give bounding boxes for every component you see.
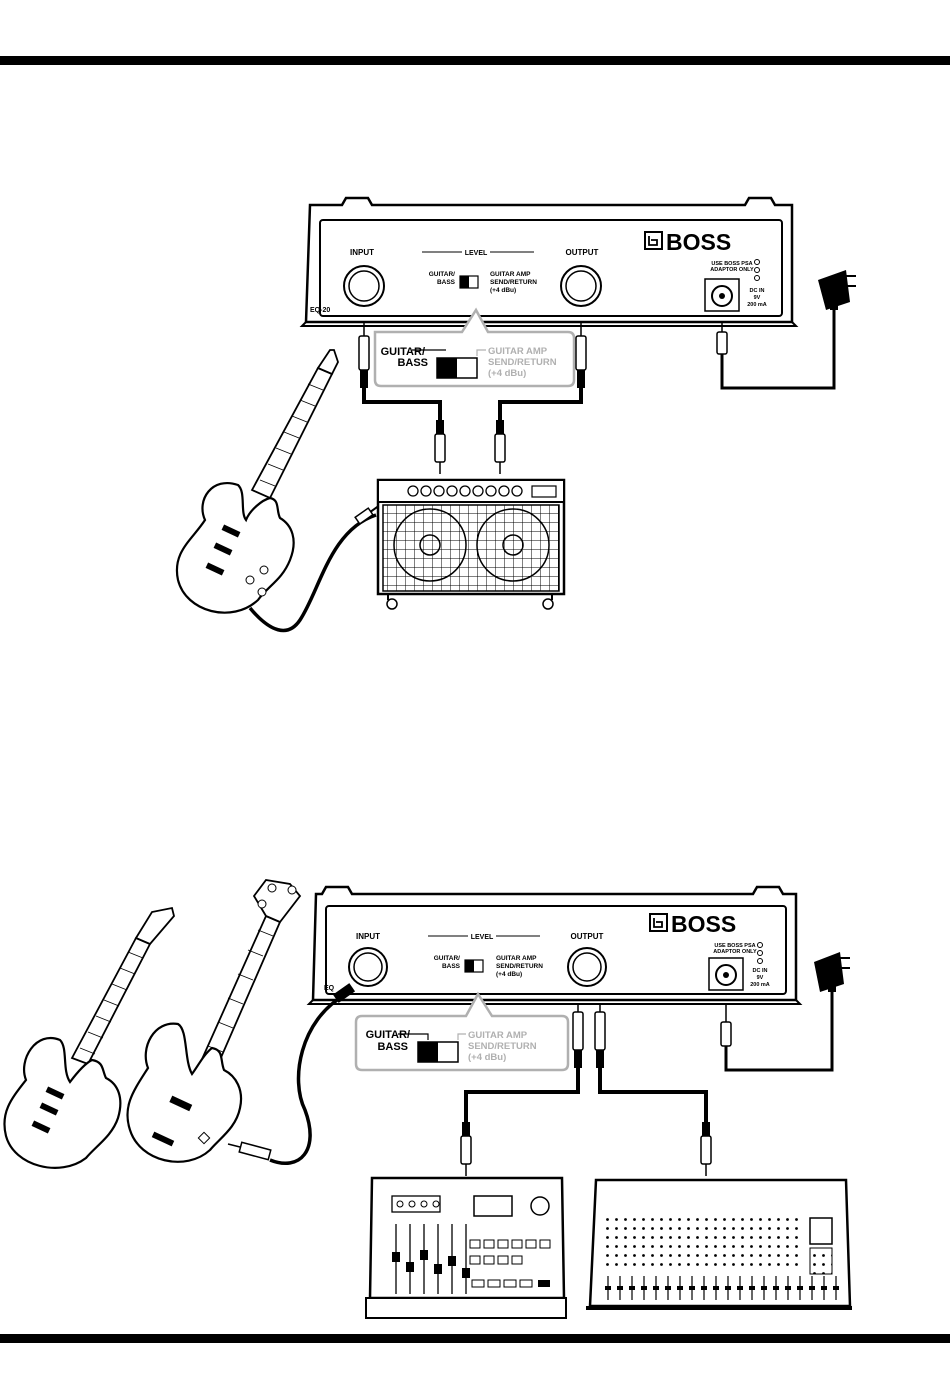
callout-amp-l2: SEND/RETURN — [488, 357, 557, 368]
callout-amp-l3: (+4 dBu) — [488, 368, 526, 379]
diagram-2: INPUT OUTPUT LEVEL GUITAR/ BASS GUITAR A… — [3, 879, 852, 1319]
electric-guitar-1 — [175, 349, 339, 614]
ac-adaptor-2 — [814, 952, 850, 992]
dc-plug-2 — [720, 1004, 732, 1047]
callout-guitar-bass-l1: GUITAR/ — [381, 346, 425, 358]
polarity-icon — [754, 259, 760, 281]
guitar-amplifier — [376, 478, 566, 610]
electric-guitar-2 — [3, 906, 175, 1169]
dc-jack — [704, 278, 740, 312]
guitar-bass-label-l1: GUITAR/ — [429, 271, 455, 278]
diagram-1: INPUT OUTPUT LEVEL GUITAR/ BASS GUITAR A… — [175, 196, 856, 633]
dc-label-l3: 200 mA — [747, 302, 767, 308]
bottom-rule — [0, 1334, 950, 1343]
brand-logo-text-2: BOSS — [671, 911, 736, 937]
output-label: OUTPUT — [566, 248, 599, 257]
adaptor-label-l1: USE BOSS PSA — [711, 261, 752, 267]
dc-plug-1 — [716, 322, 728, 355]
model-label-2: EQ — [324, 985, 335, 992]
output-jack — [560, 265, 602, 307]
guitar-bass-label-2-l2: BASS — [442, 963, 461, 970]
input-label-2: INPUT — [356, 932, 380, 941]
input-label: INPUT — [350, 248, 374, 257]
ac-adaptor-1 — [818, 270, 856, 310]
callout2-guitar-bass-l1: GUITAR/ — [366, 1029, 410, 1041]
level-switch-2 — [464, 959, 484, 973]
plug-output-2b — [594, 1004, 606, 1068]
dc-label-l1: DC IN — [750, 288, 765, 294]
plug-input-1 — [358, 322, 370, 388]
guitar-bass-label-l2: BASS — [437, 279, 456, 286]
output-jack-2 — [567, 947, 607, 987]
brand-logo-text: BOSS — [666, 229, 731, 255]
plug-input-2 — [227, 983, 356, 1161]
dc-jack-2 — [708, 957, 744, 991]
digital-recorder — [365, 1176, 567, 1319]
guitar-bass-label-2-l1: GUITAR/ — [434, 955, 460, 962]
amp-label-l2: SEND/RETURN — [490, 279, 537, 286]
dc-label-2-l2: 9V — [757, 975, 764, 981]
plug-output-2a — [572, 1004, 584, 1068]
amp-label-2-l1: GUITAR AMP — [496, 955, 537, 962]
level-label: LEVEL — [465, 250, 488, 257]
callout-guitar-bass-l2: BASS — [397, 357, 428, 369]
bass-guitar — [126, 879, 302, 1163]
adaptor-label-2-l1: USE BOSS PSA — [714, 943, 755, 949]
input-jack — [343, 265, 385, 307]
model-label: EQ-20 — [310, 307, 330, 314]
dc-label-l2: 9V — [754, 295, 761, 301]
eq20-pedal-2: INPUT OUTPUT LEVEL GUITAR/ BASS GUITAR A… — [306, 885, 803, 1005]
mixing-console — [586, 1178, 852, 1310]
plug-amp-left — [434, 420, 446, 474]
callout-amp-l1: GUITAR AMP — [488, 346, 548, 357]
plug-output-1 — [575, 322, 587, 388]
plug-recorder — [460, 1122, 472, 1176]
top-rule — [0, 56, 950, 65]
level-callout-1: GUITAR/ BASS GUITAR AMP SEND/RETURN (+4 … — [373, 307, 576, 388]
cables-2 — [269, 988, 834, 1166]
adaptor-label-l2: ADAPTOR ONLY — [710, 267, 754, 273]
amp-label-2-l3: (+4 dBu) — [496, 971, 522, 978]
amp-label-l1: GUITAR AMP — [490, 271, 531, 278]
callout2-amp-l3: (+4 dBu) — [468, 1052, 506, 1063]
eq20-pedal-1: INPUT OUTPUT LEVEL GUITAR/ BASS GUITAR A… — [299, 196, 799, 327]
cables-1 — [248, 308, 836, 633]
amp-label-l3: (+4 dBu) — [490, 287, 516, 294]
output-label-2: OUTPUT — [571, 932, 604, 941]
level-callout-2: GUITAR/ BASS GUITAR AMP SEND/RETURN (+4 … — [354, 991, 570, 1072]
input-jack-2 — [348, 947, 388, 987]
dc-label-2-l1: DC IN — [753, 968, 768, 974]
callout2-guitar-bass-l2: BASS — [377, 1041, 408, 1053]
boss-logo: BOSS — [644, 229, 731, 255]
plug-amp-right — [494, 420, 506, 474]
adaptor-label-2-l2: ADAPTOR ONLY — [713, 949, 757, 955]
polarity-icon-2 — [757, 942, 763, 964]
callout2-amp-l1: GUITAR AMP — [468, 1030, 528, 1041]
level-switch — [459, 275, 479, 289]
callout2-amp-l2: SEND/RETURN — [468, 1041, 537, 1052]
boss-logo-2: BOSS — [649, 911, 736, 937]
amp-label-2-l2: SEND/RETURN — [496, 963, 543, 970]
dc-label-2-l3: 200 mA — [750, 982, 770, 988]
level-label-2: LEVEL — [471, 934, 494, 941]
plug-mixer — [700, 1122, 712, 1176]
